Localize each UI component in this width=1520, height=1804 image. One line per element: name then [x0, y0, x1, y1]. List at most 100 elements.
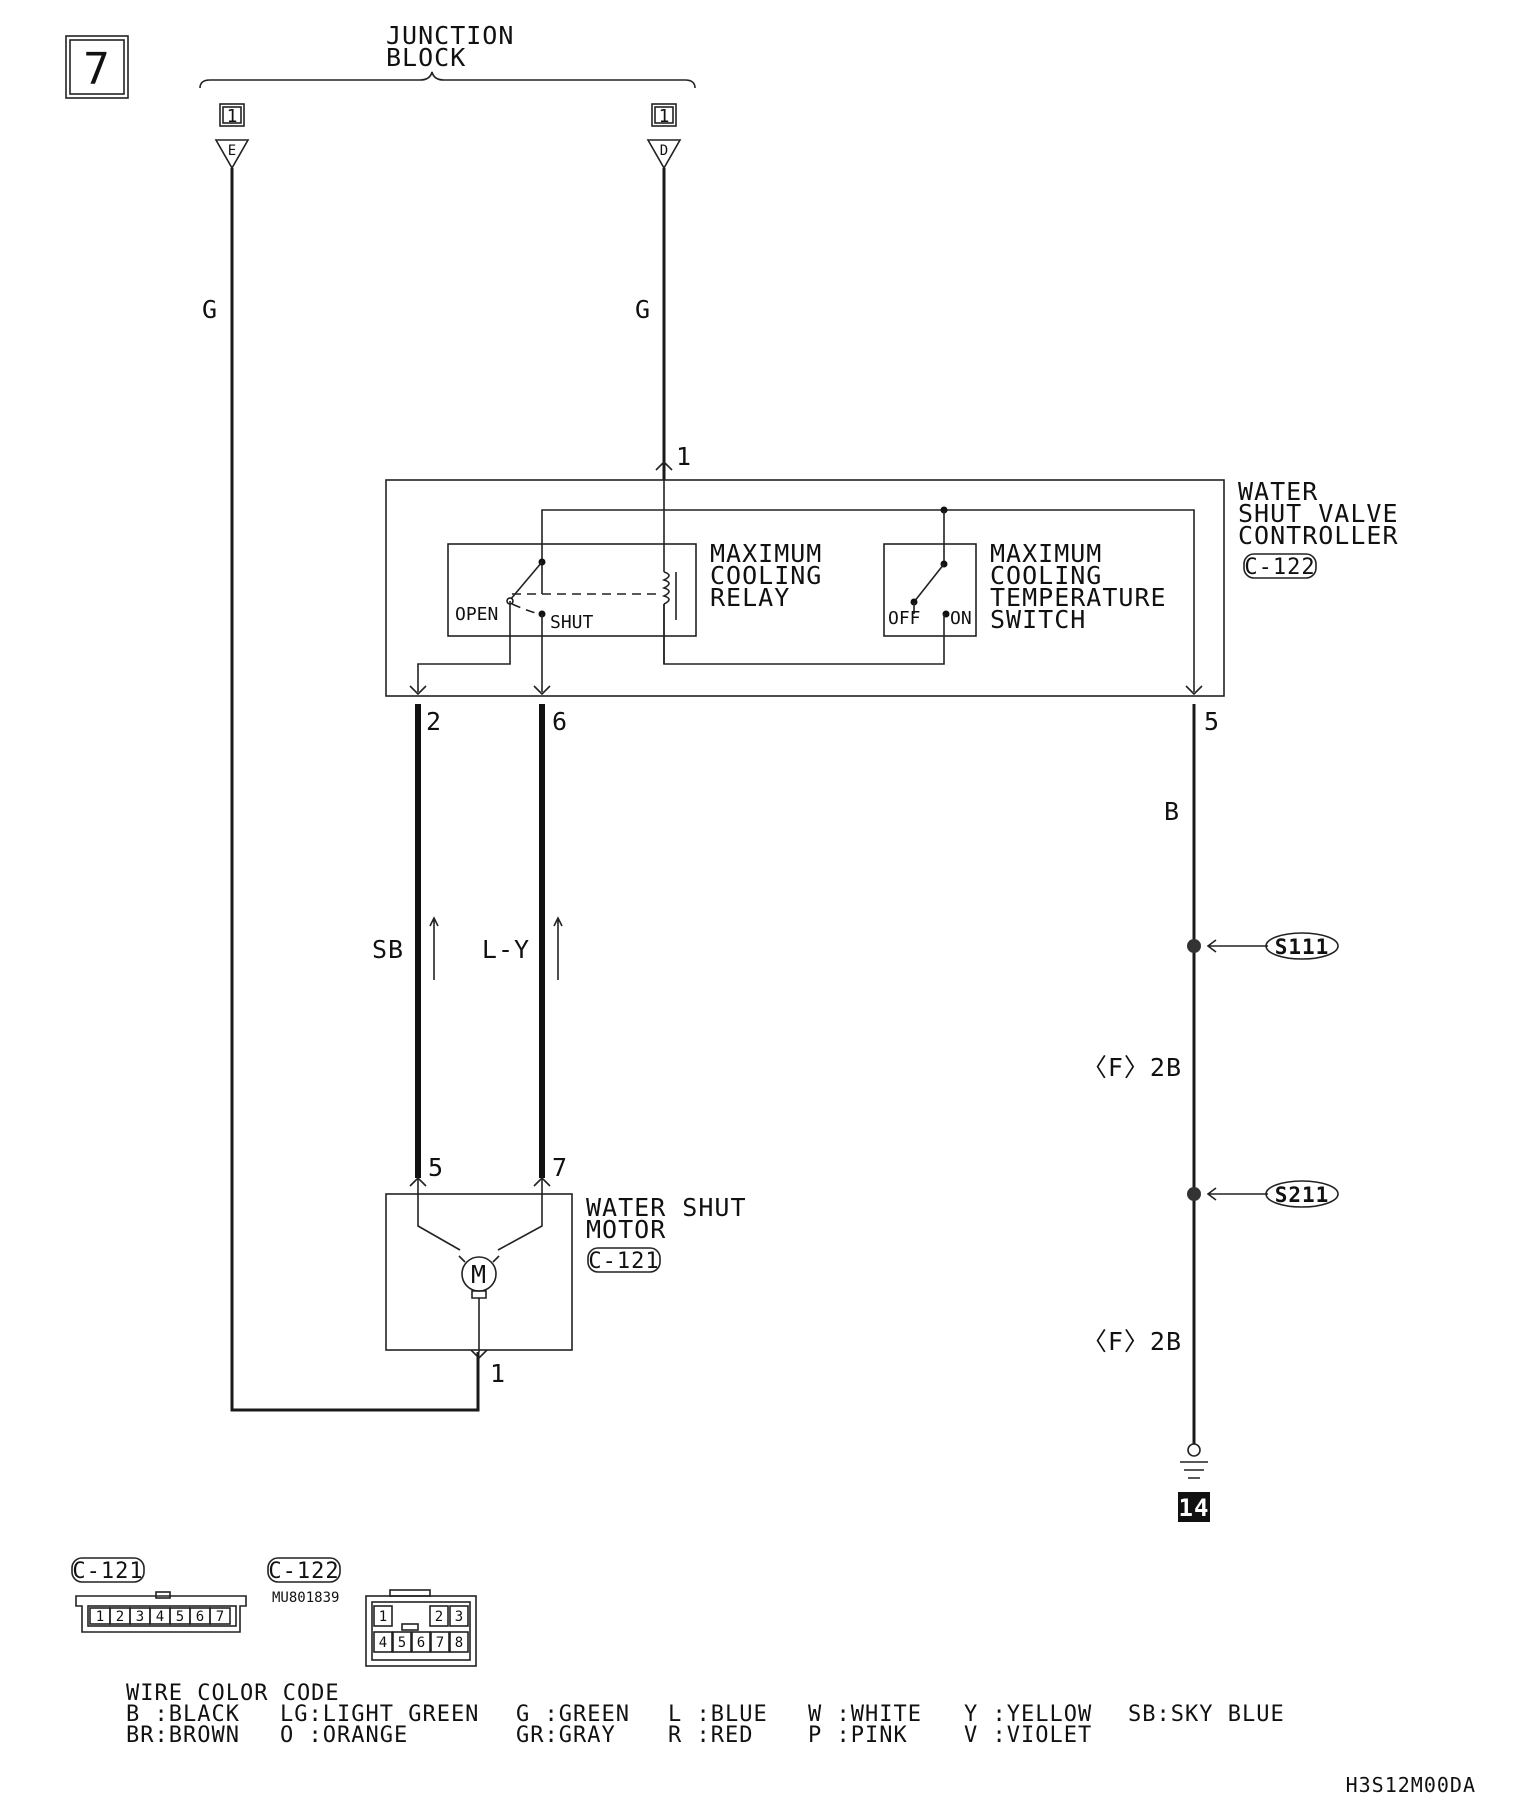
current-arrow-sb — [429, 916, 439, 980]
junction-conn-right: 1 — [659, 106, 670, 127]
splice-s111-dot — [1187, 939, 1201, 953]
c122-pin-5: 5 — [398, 1635, 406, 1651]
pin-motor-5: 5 — [428, 1153, 444, 1182]
wire-sb-label: SB — [372, 935, 404, 964]
c122-pin-1: 1 — [379, 1609, 387, 1625]
splice-s211-dot — [1187, 1187, 1201, 1201]
wire-color-code-entry: G :GREEN — [516, 1702, 630, 1727]
pin-c122-5: 5 — [1204, 707, 1220, 736]
c121-pin-7: 7 — [216, 1609, 224, 1625]
splice-s211-badge — [1265, 1180, 1339, 1208]
splice-s211: S211 — [1275, 1183, 1330, 1207]
wire-color-code-entry: L :BLUE — [668, 1702, 768, 1727]
pin-c122-1: 1 — [676, 442, 692, 471]
wire-color-code-entry: O :ORANGE — [280, 1723, 408, 1748]
wire-color-code-entry: B :BLACK — [126, 1702, 240, 1727]
junction-conn-right-box — [651, 103, 677, 127]
junction-conn-left-box — [219, 103, 245, 127]
relay-shut: SHUT — [550, 612, 594, 633]
wire-g-left — [230, 168, 480, 1412]
ground-number: 14 — [1179, 1494, 1210, 1522]
pin-c122-6: 6 — [552, 707, 568, 736]
controller-connector-badge — [1243, 553, 1317, 579]
switch-label-3: TEMPERATURE — [990, 583, 1167, 612]
controller-label-3: CONTROLLER — [1238, 521, 1399, 550]
junction-block-brace — [199, 71, 696, 89]
junction-pin-e: E — [228, 143, 236, 159]
wire-color-code-entry: LG:LIGHT GREEN — [280, 1702, 479, 1727]
motor-connector: C-121 — [588, 1249, 659, 1274]
wire-color-code-entry: R :RED — [668, 1723, 753, 1748]
wire-color-code-title: WIRE COLOR CODE — [126, 1681, 340, 1706]
c122-pin-2: 2 — [435, 1609, 443, 1625]
pin-motor-7: 7 — [552, 1153, 568, 1182]
motor-label-1: WATER SHUT — [586, 1193, 747, 1222]
switch-on: ON — [950, 608, 972, 629]
relay-label-2: COOLING — [710, 561, 822, 590]
wire-color-code-entry: V :VIOLET — [964, 1723, 1092, 1748]
switch-label-4: SWITCH — [990, 605, 1086, 634]
controller-internal-bus-top — [541, 509, 1195, 692]
junction-pin-e-symbol — [214, 139, 250, 170]
pin-motor-1: 1 — [490, 1359, 506, 1388]
c121-pin-6: 6 — [196, 1609, 204, 1625]
relay-label-3: RELAY — [710, 583, 790, 612]
page-number-box — [65, 35, 129, 99]
switch-label-1: MAXIMUM — [990, 539, 1102, 568]
wire-color-code-entry: Y :YELLOW — [964, 1702, 1092, 1727]
c121-pin-2: 2 — [116, 1609, 124, 1625]
max-cooling-relay-box — [447, 543, 697, 637]
water-shut-valve-controller — [385, 479, 1225, 697]
current-arrow-ly — [553, 916, 563, 980]
junction-block-label-2: BLOCK — [386, 43, 466, 72]
figure-code: H3S12M00DA — [1346, 1773, 1476, 1797]
c122-view-badge — [267, 1557, 341, 1583]
relay-label-1: MAXIMUM — [710, 539, 822, 568]
c121-view-badge — [71, 1557, 145, 1583]
wire-color-code-entry: W :WHITE — [808, 1702, 922, 1727]
controller-connector: C-122 — [1244, 555, 1315, 580]
motor-connector-badge — [587, 1247, 661, 1273]
ground-symbol — [1180, 1461, 1208, 1479]
wire-color-code-entry: GR:GRAY — [516, 1723, 616, 1748]
c121-pin-3: 3 — [136, 1609, 144, 1625]
controller-label-1: WATER — [1238, 477, 1318, 506]
pin-c122-2: 2 — [426, 707, 442, 736]
ground-terminal — [1187, 1443, 1201, 1457]
c121-pin-1: 1 — [96, 1609, 104, 1625]
switch-label-2: COOLING — [990, 561, 1102, 590]
wire-b-label: B — [1164, 797, 1180, 826]
c121-pin-4: 4 — [156, 1609, 164, 1625]
wire-color-code-entry: SB:SKY BLUE — [1128, 1702, 1285, 1727]
c121-view-name: C-121 — [72, 1559, 143, 1584]
motor-label-2: MOTOR — [586, 1215, 666, 1244]
wire-color-code-entry: BR:BROWN — [126, 1723, 240, 1748]
wire-color-code-entry: P :PINK — [808, 1723, 908, 1748]
c122-pin-3: 3 — [455, 1609, 463, 1625]
relay-open: OPEN — [455, 604, 498, 625]
controller-label-2: SHUT VALVE — [1238, 499, 1399, 528]
splice-s111-badge — [1265, 932, 1339, 960]
junction-conn-left: 1 — [227, 106, 238, 127]
ground-number-box — [1178, 1492, 1210, 1522]
c122-part-number: MU801839 — [272, 1590, 339, 1606]
wire-f2b-2-label: 〈F〉2B — [1082, 1327, 1182, 1356]
switch-off: OFF — [888, 608, 921, 629]
junction-pin-d-symbol — [646, 139, 682, 170]
wire-f2b-1-label: 〈F〉2B — [1082, 1053, 1182, 1082]
c122-pin-7: 7 — [436, 1635, 444, 1651]
c121-connector-face — [75, 1591, 247, 1633]
pin-arrow-c122-1 — [655, 460, 673, 471]
motor-m: M — [471, 1260, 487, 1289]
junction-block-label-1: JUNCTION — [386, 21, 514, 50]
c122-view-name: C-122 — [268, 1559, 339, 1584]
c122-pin-4: 4 — [379, 1635, 387, 1651]
max-cooling-temp-switch-box — [883, 543, 977, 637]
c122-connector-face — [365, 1589, 477, 1667]
c122-pin-6: 6 — [417, 1635, 425, 1651]
wire-g-left-label: G — [202, 295, 218, 324]
c121-pin-5: 5 — [176, 1609, 184, 1625]
splice-s111: S111 — [1275, 935, 1330, 959]
junction-pin-d: D — [660, 143, 668, 159]
